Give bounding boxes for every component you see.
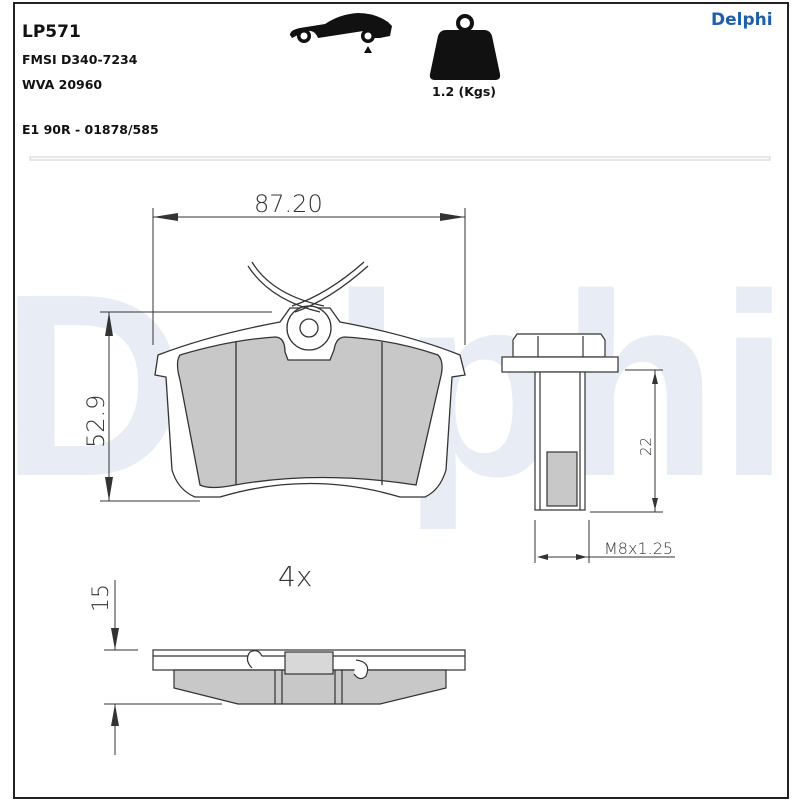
width-dim-label: 87.20 [254,190,323,218]
approval-code: E1 90R - 01878/585 [22,122,159,137]
bolt-drawing [501,333,619,511]
brake-pad-front-view [154,261,466,498]
height-dimension [100,311,272,502]
thickness-dimension [104,580,222,755]
header-separator [29,156,771,161]
height-dim-label: 52.9 [82,395,110,448]
thickness-dim-label: 15 [89,584,114,612]
width-dimension [152,208,466,345]
fmsi-code: FMSI D340-7234 [22,52,138,67]
bolt-length-label: 22 [637,437,655,456]
bolt-length-dimension [590,369,663,513]
weight-icon [429,14,501,80]
car-rear-axle-icon [290,13,392,53]
bolt-thread-label: M8x1.25 [604,539,673,558]
brand-logo: Delphi [711,10,773,30]
wva-code: WVA 20960 [22,77,103,92]
bolt-thread-dimension [534,520,675,563]
quantity-label: 4x [278,560,312,593]
weight-label: 1.2 (Kgs) [432,84,496,99]
brake-pad-side-view [152,649,466,705]
part-number: LP571 [22,22,81,42]
